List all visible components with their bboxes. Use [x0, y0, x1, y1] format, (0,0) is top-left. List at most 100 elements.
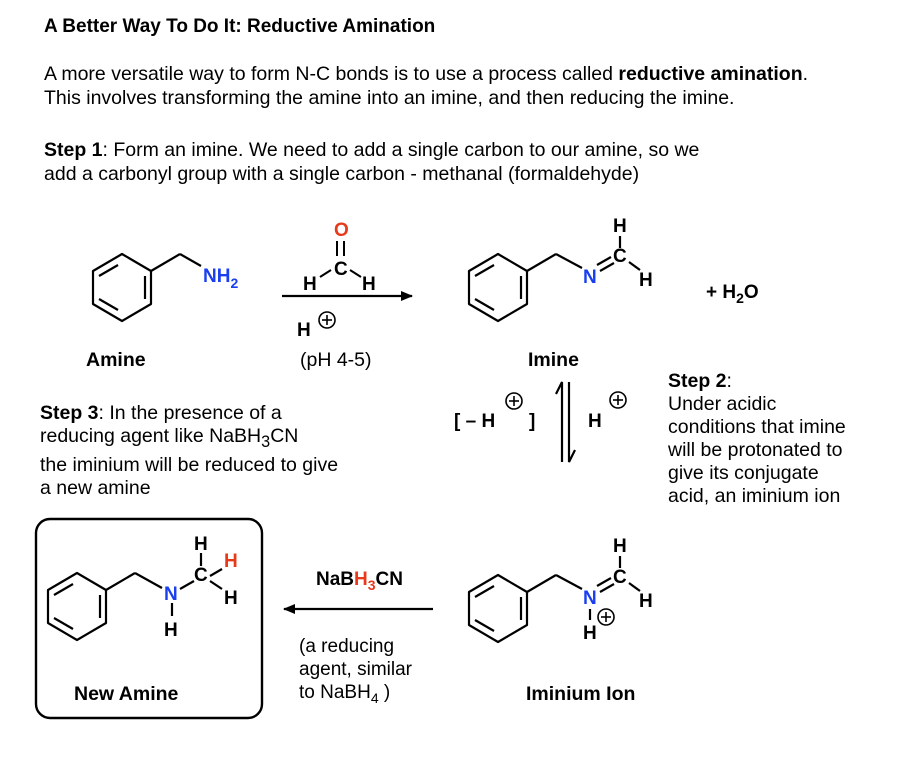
new-amine-aromatic-bond — [53, 583, 74, 596]
formaldehyde-ch-bond — [349, 269, 362, 278]
step2-line-3: will be protonated to — [668, 439, 843, 461]
iminium-cn-bond — [555, 574, 583, 590]
amine-aromatic-bond — [98, 264, 119, 277]
imine-structure — [467, 236, 641, 323]
proton-h: H — [297, 320, 311, 341]
minus-proton-charge — [505, 392, 523, 410]
reducing-note-line-1: (a reducing — [299, 636, 394, 657]
step3-line-1: Step 3: In the presence of a — [40, 402, 338, 425]
new-amine-nc-bond — [179, 580, 195, 590]
amine-benzene-ring — [91, 252, 153, 323]
formaldehyde-ch-bond — [319, 269, 332, 278]
amine-structure — [91, 252, 202, 323]
step1-line-2: add a carbonyl group with a single carbo… — [44, 163, 640, 185]
new-amine-aromatic-bond — [53, 617, 74, 630]
step2-line-1: Under acidic — [668, 393, 777, 415]
add-proton-charge — [609, 391, 627, 409]
amine-cn-bond — [179, 253, 202, 267]
iminium-structure — [467, 556, 641, 644]
positive-charge-icon — [597, 608, 615, 626]
amine-ch2-bond — [150, 253, 181, 272]
step2-label: Step 2 — [668, 370, 727, 392]
step2-colon: : — [726, 370, 732, 392]
iminium-benzene-ring — [467, 573, 529, 644]
imine-benzene-ring — [467, 252, 529, 323]
step3-line-2-text: reducing agent like NaBH — [40, 425, 262, 447]
step2-line-5: acid, an iminium ion — [668, 485, 841, 507]
step2-text: Step 2: Under acidic conditions that imi… — [668, 370, 846, 508]
acid-catalyst: H — [297, 311, 336, 341]
reducing-agent-formula: NaBH3CN — [316, 569, 403, 593]
intro-line-1: A more versatile way to form N-C bonds i… — [44, 62, 808, 86]
iminium-h-bottom: H — [583, 623, 597, 644]
iminium-carbon: C — [613, 567, 627, 588]
imine-double-bond — [599, 262, 615, 272]
imine-double-bond — [596, 256, 612, 266]
imine-label: Imine — [528, 349, 579, 371]
step3-line-2-end: CN — [270, 425, 299, 447]
step1-line-1-text: : Form an imine. We need to add a single… — [102, 139, 700, 161]
step1-label: Step 1 — [44, 139, 103, 161]
iminium-ch-bond-right — [628, 582, 641, 592]
step1-line-1: Step 1: Form an imine. We need to add a … — [44, 138, 699, 162]
iminium-aromatic-bond — [474, 619, 495, 632]
new-amine-h-added: H — [224, 551, 238, 572]
step2-line-2: conditions that imine — [668, 416, 846, 438]
step2-line-4: give its conjugate — [668, 462, 819, 484]
equilibrium-arrows — [555, 381, 576, 463]
imine-nitrogen: N — [583, 267, 597, 288]
imine-aromatic-bond — [474, 298, 495, 311]
add-proton-h: H — [588, 411, 602, 432]
new-amine-cn-bond — [134, 572, 163, 589]
imine-carbon: C — [613, 246, 627, 267]
imine-h-right: H — [639, 270, 653, 291]
step1-text: Step 1: Form an imine. We need to add a … — [44, 138, 699, 186]
iminium-nitrogen: N — [583, 588, 597, 609]
formaldehyde-oxygen: O — [334, 220, 349, 241]
iminium-h-right: H — [639, 591, 653, 612]
new-amine-label: New Amine — [74, 683, 179, 705]
intro-line-2: This involves transforming the amine int… — [44, 87, 735, 109]
imine-ch2-bond — [526, 253, 557, 272]
minus-proton-close: ] — [529, 411, 535, 432]
equilibrium-arrow-up — [555, 381, 564, 462]
intro-period: . — [802, 63, 809, 85]
step3-line-2: reducing agent like NaBH3CN — [40, 425, 338, 454]
reducing-note-line-2: agent, similar — [299, 659, 413, 680]
formaldehyde-h-right: H — [362, 274, 376, 295]
step3-line-4: a new amine — [40, 476, 151, 499]
reducing-note-line-3: to NaBH4 ) — [299, 682, 390, 706]
formaldehyde-h-left: H — [303, 274, 317, 295]
new-amine-ch2-bond — [105, 572, 136, 591]
positive-charge-icon — [318, 311, 336, 329]
iminium-label: Iminium Ion — [526, 683, 635, 705]
iminium-double-bond — [599, 583, 615, 593]
intro-keyword: reductive amination — [618, 63, 803, 85]
new-amine-carbon: C — [194, 565, 208, 586]
equilibrium-arrow-down — [567, 382, 576, 463]
step3-label: Step 3 — [40, 402, 99, 424]
new-amine-ch-bond-red — [209, 568, 223, 577]
iminium-double-bond — [596, 577, 612, 587]
new-amine-nitrogen: N — [164, 584, 178, 605]
new-amine-h-bottom: H — [164, 620, 178, 641]
step3-text: Step 3: In the presence of a reducing ag… — [40, 402, 338, 500]
minus-proton-bracket: [ – H — [454, 411, 495, 432]
step2-heading: Step 2: — [668, 370, 846, 393]
iminium-ch2-bond — [526, 574, 557, 593]
step3-line-1-text: : In the presence of a — [98, 402, 282, 424]
new-amine-h-right: H — [224, 588, 238, 609]
formaldehyde-structure: O C H H — [303, 220, 376, 295]
iminium-h-top: H — [613, 536, 627, 557]
positive-charge-icon — [609, 391, 627, 409]
new-amine-structure — [46, 553, 223, 642]
amine-aromatic-bond — [98, 298, 119, 311]
intro-line-1-text: A more versatile way to form N-C bonds i… — [44, 63, 619, 85]
ph-condition: (pH 4-5) — [300, 349, 372, 371]
intro-paragraph: A more versatile way to form N-C bonds i… — [44, 62, 808, 110]
iminium-charge — [597, 608, 615, 626]
amine-label: Amine — [86, 349, 146, 371]
step3-line-3: the iminium will be reduced to give — [40, 453, 339, 476]
step3-subscript: 3 — [261, 432, 271, 451]
